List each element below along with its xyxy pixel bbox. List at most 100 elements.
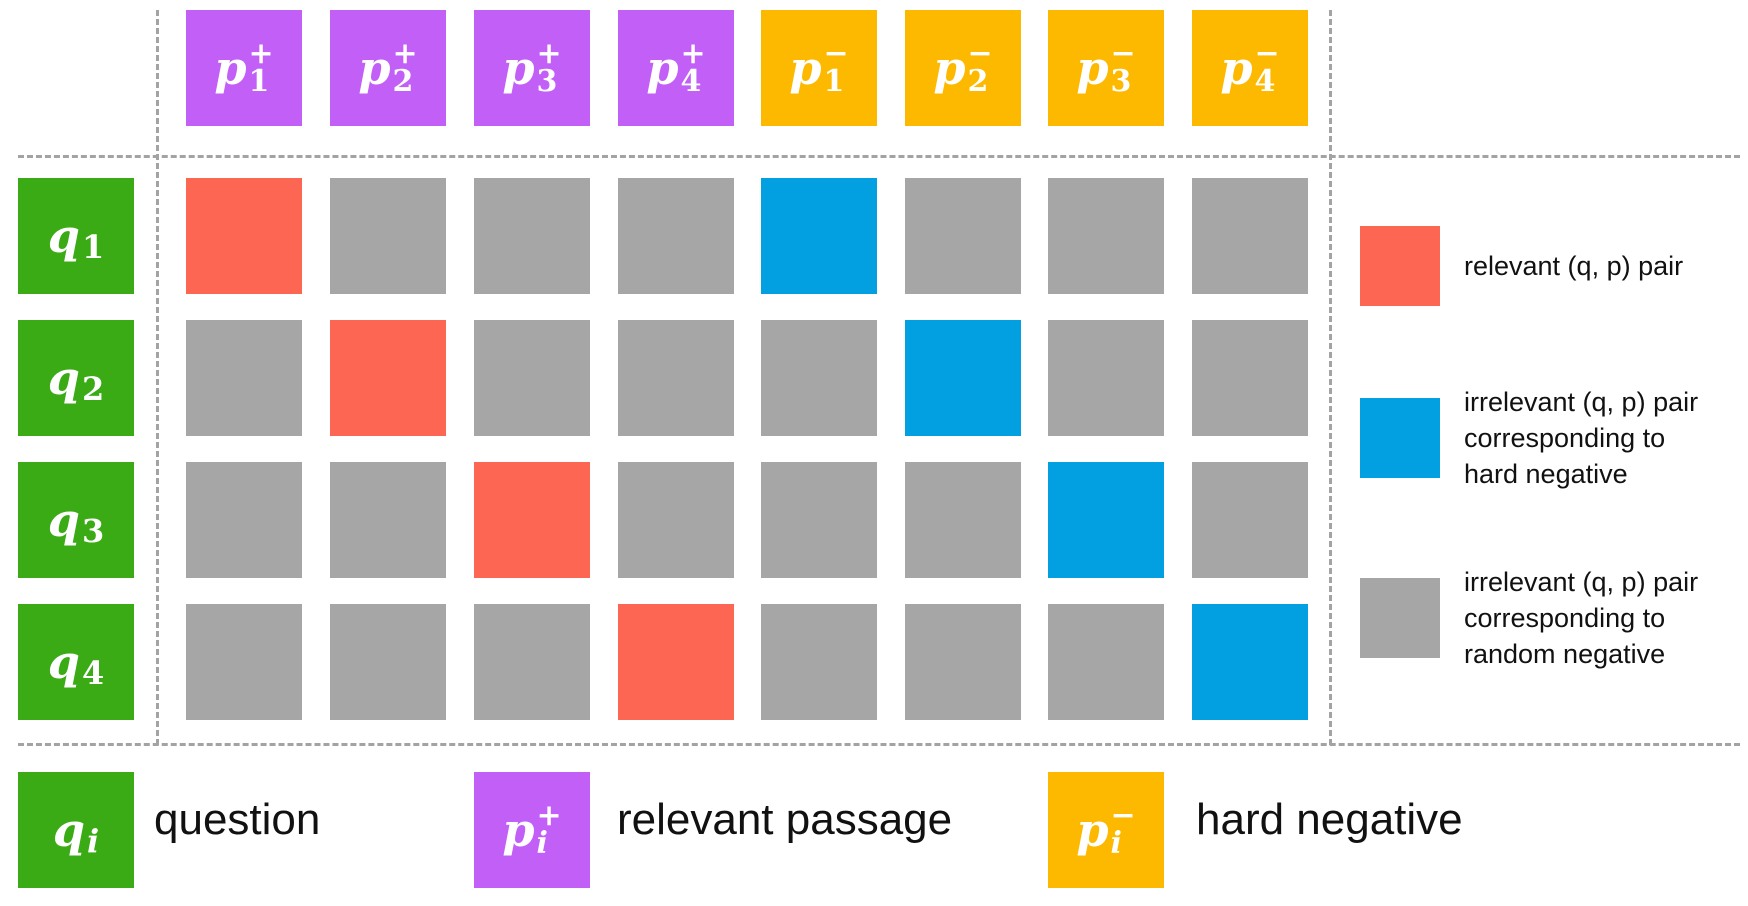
matrix-cell-random bbox=[905, 178, 1021, 294]
matrix-cell-random bbox=[330, 178, 446, 294]
matrix-cell-random bbox=[186, 320, 302, 436]
symbol-superscript: + bbox=[680, 35, 706, 71]
matrix-cell-random bbox=[1192, 462, 1308, 578]
legend-swatch-hard bbox=[1360, 398, 1440, 478]
symbol-superscript: − bbox=[823, 35, 849, 71]
matrix-cell-random bbox=[618, 462, 734, 578]
matrix-cell-relevant bbox=[474, 462, 590, 578]
key-symbol-p-pos: p+i bbox=[474, 772, 590, 888]
symbol-base: p bbox=[1076, 41, 1109, 95]
matrix-cell-random bbox=[761, 604, 877, 720]
matrix-cell-hard bbox=[761, 178, 877, 294]
column-header-ppos-1: p+1 bbox=[186, 10, 302, 126]
column-header-pneg-2: p−2 bbox=[905, 10, 1021, 126]
matrix-cell-random bbox=[761, 462, 877, 578]
legend-line: irrelevant (q, p) pair bbox=[1464, 387, 1699, 417]
symbol-subscript: 4 bbox=[81, 654, 105, 692]
symbol-base: p bbox=[933, 41, 966, 95]
legend-line: corresponding to bbox=[1464, 603, 1666, 633]
matrix-cell-random bbox=[1048, 178, 1164, 294]
legend-swatch-random bbox=[1360, 578, 1440, 658]
symbol-superscript: + bbox=[536, 35, 562, 71]
matrix-cell-random bbox=[186, 604, 302, 720]
matrix-cell-hard bbox=[1048, 462, 1164, 578]
matrix-cell-relevant bbox=[186, 178, 302, 294]
key-label-p-pos: relevant passage bbox=[617, 795, 953, 844]
symbol-subscript: i bbox=[87, 822, 100, 860]
symbol-base: p bbox=[358, 41, 391, 95]
symbol-base: p bbox=[502, 803, 535, 857]
key-label-p-neg: hard negative bbox=[1196, 795, 1463, 844]
matrix-cell-random bbox=[474, 320, 590, 436]
symbol-base: p bbox=[214, 41, 247, 95]
key-symbol-p-neg: p−i bbox=[1048, 772, 1164, 888]
grid-divider-right bbox=[1329, 10, 1332, 745]
symbol-superscript: + bbox=[392, 35, 418, 71]
matrix-cell-random bbox=[761, 320, 877, 436]
matrix-cell-random bbox=[1048, 320, 1164, 436]
legend-label-relevant: relevant (q, p) pair bbox=[1464, 248, 1683, 284]
matrix-cell-hard bbox=[1192, 604, 1308, 720]
symbol-base: q bbox=[47, 635, 80, 689]
grid-divider-bottom bbox=[18, 743, 1740, 746]
matrix-cell-random bbox=[1192, 178, 1308, 294]
legend-swatch-relevant bbox=[1360, 226, 1440, 306]
symbol-superscript: − bbox=[1254, 35, 1280, 71]
legend-label-hard: irrelevant (q, p) pair corresponding to ha… bbox=[1464, 384, 1698, 492]
grid-divider-top bbox=[18, 155, 1740, 158]
matrix-cell-relevant bbox=[618, 604, 734, 720]
matrix-cell-random bbox=[618, 320, 734, 436]
symbol-base: p bbox=[1220, 41, 1253, 95]
symbol-subscript: 2 bbox=[392, 64, 414, 99]
symbol-base: q bbox=[52, 803, 85, 857]
matrix-cell-random bbox=[330, 604, 446, 720]
column-header-ppos-4: p+4 bbox=[618, 10, 734, 126]
matrix-cell-random bbox=[186, 462, 302, 578]
column-header-pneg-3: p−3 bbox=[1048, 10, 1164, 126]
matrix-cell-hard bbox=[905, 320, 1021, 436]
symbol-subscript: 2 bbox=[967, 64, 989, 99]
symbol-subscript: 3 bbox=[81, 512, 105, 550]
symbol-base: p bbox=[1076, 803, 1109, 857]
symbol-subscript: 1 bbox=[823, 64, 845, 99]
symbol-subscript: 3 bbox=[536, 64, 558, 99]
matrix-cell-random bbox=[905, 462, 1021, 578]
matrix-cell-random bbox=[330, 462, 446, 578]
symbol-base: q bbox=[47, 351, 80, 405]
symbol-base: q bbox=[47, 209, 80, 263]
symbol-subscript: 4 bbox=[1254, 64, 1276, 99]
symbol-superscript: + bbox=[536, 797, 562, 833]
symbol-base: p bbox=[502, 41, 535, 95]
column-header-ppos-2: p+2 bbox=[330, 10, 446, 126]
symbol-superscript: − bbox=[1110, 35, 1136, 71]
legend-line: corresponding to bbox=[1464, 423, 1666, 453]
symbol-base: p bbox=[646, 41, 679, 95]
symbol-base: p bbox=[789, 41, 822, 95]
matrix-cell-random bbox=[618, 178, 734, 294]
symbol-subscript: i bbox=[1110, 826, 1122, 861]
symbol-superscript: + bbox=[248, 35, 274, 71]
legend-line: relevant (q, p) pair bbox=[1464, 251, 1684, 281]
symbol-subscript: i bbox=[536, 826, 548, 861]
legend-line: hard negative bbox=[1464, 459, 1628, 489]
symbol-subscript: 4 bbox=[680, 64, 702, 99]
key-label-q: question bbox=[154, 795, 321, 844]
symbol-superscript: − bbox=[967, 35, 993, 71]
matrix-cell-random bbox=[474, 178, 590, 294]
matrix-cell-random bbox=[474, 604, 590, 720]
column-header-ppos-3: p+3 bbox=[474, 10, 590, 126]
symbol-subscript: 1 bbox=[248, 64, 270, 99]
matrix-cell-random bbox=[1048, 604, 1164, 720]
matrix-cell-random bbox=[1192, 320, 1308, 436]
column-header-pneg-4: p−4 bbox=[1192, 10, 1308, 126]
legend-line: random negative bbox=[1464, 639, 1666, 669]
column-header-pneg-1: p−1 bbox=[761, 10, 877, 126]
matrix-cell-random bbox=[905, 604, 1021, 720]
symbol-base: q bbox=[47, 493, 80, 547]
symbol-subscript: 1 bbox=[81, 228, 105, 266]
